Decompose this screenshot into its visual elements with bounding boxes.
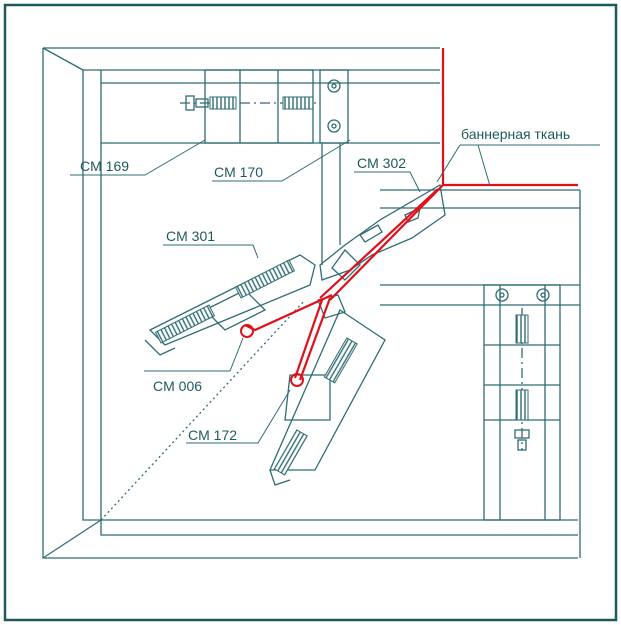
outer-profile [42,48,578,559]
label-cm301: CM 301 [166,228,215,244]
thread-cm301 [154,304,216,344]
structure-lines [42,47,581,559]
label-cm006: CM 006 [153,378,202,394]
thread-right-upper [515,314,529,344]
outer-border [3,3,618,622]
thread-cm301-inner [234,259,296,299]
label-cm172: CM 172 [188,427,237,443]
label-banner-fabric: баннерная ткань [461,126,570,142]
leader-lines [70,139,600,444]
thread-right-lower [515,389,529,421]
label-cm302: CM 302 [357,155,406,171]
banner-fabric [244,48,578,381]
thread-top-right [282,96,314,110]
fabric-clip-cm172 [290,373,304,387]
thread-cm172-inner [323,337,358,384]
thread-cm172 [273,429,308,476]
fabric-clip-cm006 [240,324,254,338]
thread-top-left [209,96,237,110]
label-cm169: CM 169 [80,158,129,174]
label-cm170: CM 170 [214,164,263,180]
